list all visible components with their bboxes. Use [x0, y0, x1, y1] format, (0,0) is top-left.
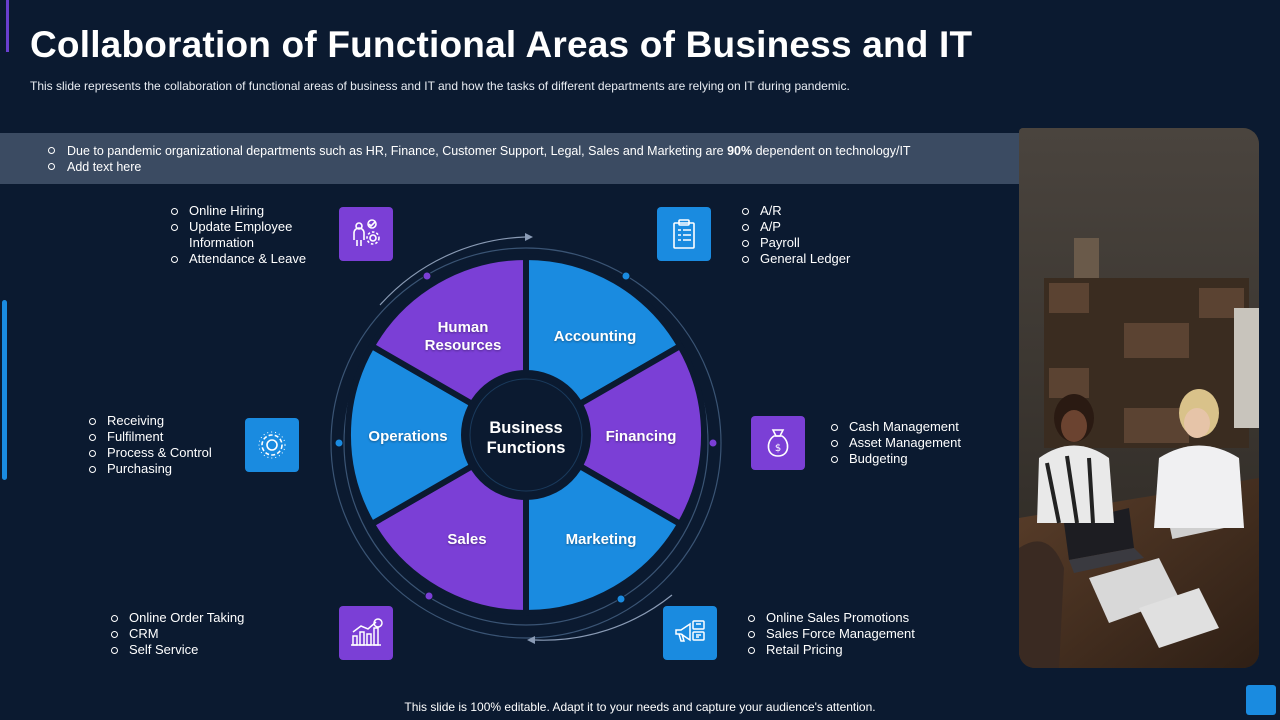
info-band: Due to pandemic organizational departmen…: [0, 133, 1030, 184]
accounting-icon-box: [657, 207, 711, 261]
band-bullet-2: Add text here: [48, 159, 1030, 175]
segment-label-accounting: Accounting: [553, 328, 637, 345]
list-item: Process & Control: [89, 445, 239, 461]
footer-note: This slide is 100% editable. Adapt it to…: [404, 700, 876, 714]
money-bag-icon: $: [767, 429, 789, 457]
bottom-arrow-head: [527, 636, 535, 644]
center-label: Business Functions: [486, 419, 566, 457]
list-item: Asset Management: [831, 435, 991, 451]
center-hub: [461, 370, 591, 500]
ring-dot: [616, 594, 626, 604]
outer-ring: [330, 247, 722, 639]
business-functions-wheel: [330, 233, 722, 644]
list-item: Cash Management: [831, 419, 991, 435]
segment-operations: [345, 343, 529, 527]
corner-square: [1246, 685, 1276, 715]
top-arc-arrow: [379, 236, 526, 306]
list-item: Budgeting: [831, 451, 991, 467]
sales-task-list: Online Order Taking CRM Self Service: [111, 610, 281, 658]
segment-label-human-resources: Human Resources: [424, 319, 502, 354]
list-item: Online Order Taking: [111, 610, 281, 626]
marketing-task-list: Online Sales Promotions Sales Force Mana…: [748, 610, 938, 658]
segment-financing: [523, 343, 707, 527]
list-item: Receiving: [89, 413, 239, 429]
list-item: Purchasing: [89, 461, 239, 477]
list-item: CRM: [111, 626, 281, 642]
list-item: Self Service: [111, 642, 281, 658]
operations-icon-box: [245, 418, 299, 472]
marketing-icon-box: [663, 606, 717, 660]
accounting-task-list: A/R A/P Payroll General Ledger: [742, 203, 902, 267]
bar-chart-icon: [351, 618, 383, 646]
list-item: A/R: [742, 203, 902, 219]
ring-dot: [621, 271, 631, 281]
hr-task-list: Online Hiring Update Employee Informatio…: [171, 203, 321, 267]
financing-icon-box: $: [751, 416, 805, 470]
list-item: A/P: [742, 219, 902, 235]
bottom-arc-arrow: [534, 594, 673, 641]
top-arrow-head: [525, 233, 533, 241]
band-bullet-1: Due to pandemic organizational departmen…: [48, 143, 1030, 159]
ring-dot: [422, 271, 432, 281]
hr-icon-box: [339, 207, 393, 261]
page-title: Collaboration of Functional Areas of Bus…: [30, 24, 973, 65]
people-gear-icon: [353, 219, 380, 246]
clipboard-icon: [673, 219, 695, 249]
meeting-photo: [1019, 128, 1259, 668]
page-subtitle: This slide represents the collaboration …: [30, 79, 850, 93]
ring-dot: [708, 438, 718, 448]
financing-task-list: Cash Management Asset Management Budgeti…: [831, 419, 991, 467]
operations-task-list: Receiving Fulfilment Process & Control P…: [89, 413, 239, 477]
segment-label-sales: Sales: [447, 531, 487, 548]
list-item: General Ledger: [742, 251, 902, 267]
svg-text:$: $: [775, 443, 781, 454]
list-item: Update Employee Information: [171, 219, 321, 251]
segment-label-marketing: Marketing: [565, 531, 637, 548]
ring-dot: [424, 591, 434, 601]
gear-icon: [258, 431, 286, 459]
band-highlight: 90%: [727, 144, 753, 158]
segment-label-financing: Financing: [605, 428, 677, 445]
ring-dot: [334, 438, 344, 448]
list-item: Retail Pricing: [748, 642, 938, 658]
list-item: Sales Force Management: [748, 626, 938, 642]
list-item: Online Sales Promotions: [748, 610, 938, 626]
list-item: Online Hiring: [171, 203, 321, 219]
list-item: Attendance & Leave: [171, 251, 321, 267]
left-accent-bar: [2, 300, 7, 480]
top-accent-bar: [6, 0, 9, 52]
center-hub-ring: [469, 378, 583, 492]
segment-label-operations: Operations: [368, 428, 448, 445]
megaphone-icon: [675, 620, 705, 642]
list-item: Fulfilment: [89, 429, 239, 445]
sales-icon-box: [339, 606, 393, 660]
list-item: Payroll: [742, 235, 902, 251]
